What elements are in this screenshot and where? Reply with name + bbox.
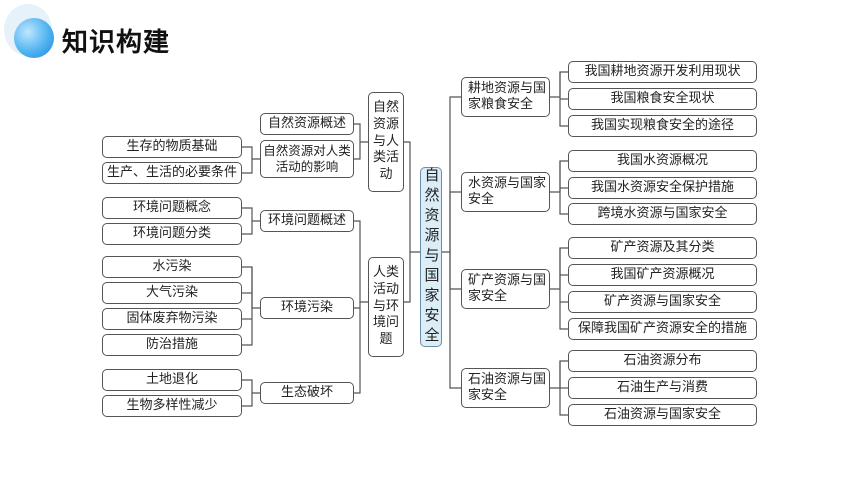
leaf-mineral-overview: 我国矿产资源概况 xyxy=(568,264,757,286)
right-group-mineral: 矿产资源与国家安全 xyxy=(461,269,550,309)
leaf-land-degradation: 土地退化 xyxy=(102,369,242,391)
right-group-farmland: 耕地资源与国家粮食安全 xyxy=(461,77,550,117)
leaf-grain-pathways: 我国实现粮食安全的途径 xyxy=(568,115,757,137)
leaf-survival-basis: 生存的物质基础 xyxy=(102,136,242,158)
leaf-oil-security: 石油资源与国家安全 xyxy=(568,404,757,426)
leaf-env-concept: 环境问题概念 xyxy=(102,197,242,219)
logo-circle-icon xyxy=(14,18,54,58)
leaf-oil-distribution: 石油资源分布 xyxy=(568,350,757,372)
leaf-air-pollution: 大气污染 xyxy=(102,282,242,304)
leaf-water-protection: 我国水资源安全保护措施 xyxy=(568,177,757,199)
leaf-mineral-security: 矿产资源与国家安全 xyxy=(568,291,757,313)
leaf-control-measures: 防治措施 xyxy=(102,334,242,356)
leaf-grain-security: 我国粮食安全现状 xyxy=(568,88,757,110)
leaf-biodiversity-loss: 生物多样性减少 xyxy=(102,395,242,417)
leaf-mineral-measures: 保障我国矿产资源安全的措施 xyxy=(568,318,757,340)
leaf-production-conditions: 生产、生活的必要条件 xyxy=(102,162,242,184)
page-title: 知识构建 xyxy=(62,28,171,58)
sub-node-resources-impact: 自然资源对人类活动的影响 xyxy=(260,140,354,178)
sub-node-env-pollution: 环境污染 xyxy=(260,297,354,319)
sub-node-resources-overview: 自然资源概述 xyxy=(260,113,354,135)
right-group-water: 水资源与国家安全 xyxy=(461,172,550,212)
leaf-farmland-status: 我国耕地资源开发利用现状 xyxy=(568,61,757,83)
leaf-water-pollution: 水污染 xyxy=(102,256,242,278)
leaf-water-overview: 我国水资源概况 xyxy=(568,150,757,172)
sub-node-eco-damage: 生态破坏 xyxy=(260,382,354,404)
leaf-oil-production: 石油生产与消费 xyxy=(568,377,757,399)
leaf-solid-waste: 固体废弃物污染 xyxy=(102,308,242,330)
right-group-oil: 石油资源与国家安全 xyxy=(461,368,550,408)
leaf-env-classification: 环境问题分类 xyxy=(102,223,242,245)
group-node-human-environment: 人类活动与环境问题 xyxy=(368,257,404,357)
center-node: 自然资源与国家安全 xyxy=(420,167,442,347)
leaf-mineral-classification: 矿产资源及其分类 xyxy=(568,237,757,259)
sub-node-env-overview: 环境问题概述 xyxy=(260,210,354,232)
group-node-resources-human: 自然资源与人类活动 xyxy=(368,92,404,192)
leaf-transboundary-water: 跨境水资源与国家安全 xyxy=(568,203,757,225)
